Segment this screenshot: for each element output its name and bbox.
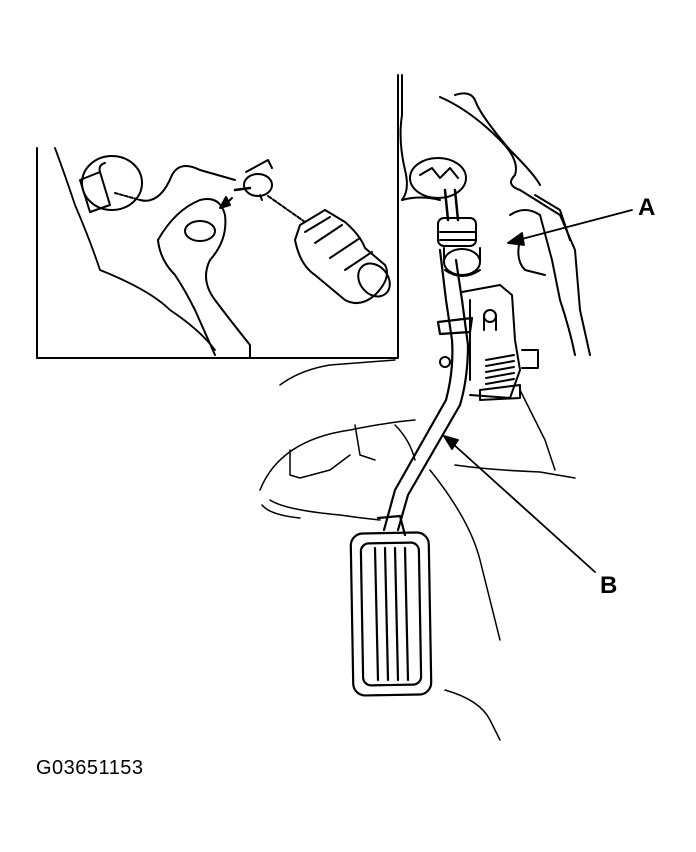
pedal-pad	[349, 514, 433, 697]
figure-id: G03651153	[36, 757, 144, 779]
pedal-arm	[382, 248, 474, 532]
leader-line-a	[517, 209, 633, 241]
callout-a: A	[638, 194, 656, 221]
inset-detail	[36, 74, 399, 359]
switch-mount	[409, 157, 481, 277]
arrowhead-b	[443, 435, 459, 450]
leader-lines	[443, 209, 633, 573]
pedal-bracket	[439, 284, 539, 401]
leader-line-b	[451, 442, 596, 573]
arrowhead-a	[507, 232, 525, 246]
callout-b: B	[600, 572, 618, 599]
